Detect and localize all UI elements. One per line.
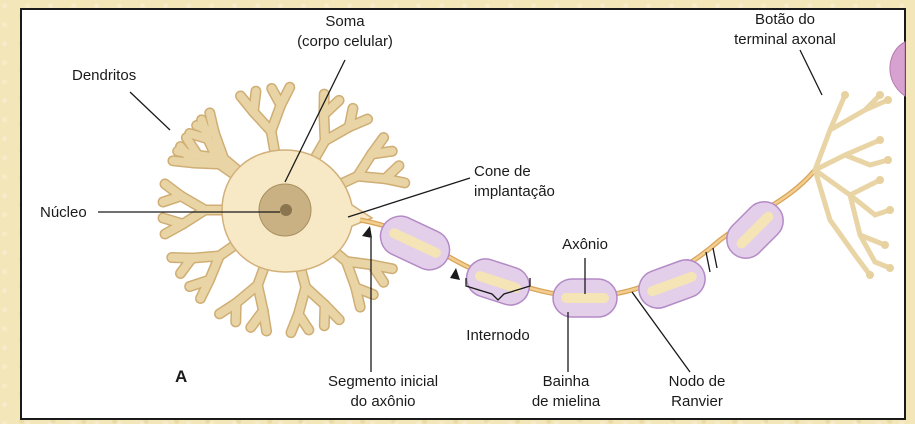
node-label-line2: Ranvier	[671, 393, 723, 410]
soma-label-line2: (corpo celular)	[297, 33, 393, 50]
hillock-label-line2: implantação	[474, 183, 555, 200]
myelin-label-line1: Bainha	[543, 373, 590, 390]
target-cell	[890, 42, 905, 96]
nucleus-label: Núcleo	[40, 204, 87, 221]
node-label-line1: Nodo de	[669, 373, 726, 390]
axon-terminals	[815, 95, 890, 275]
myelin-segment-5	[719, 194, 791, 266]
axon-label: Axônio	[562, 236, 608, 253]
initial-segment-label-line2: do axônio	[350, 393, 415, 410]
soma-label-line1: Soma	[325, 13, 365, 30]
hillock-marker	[362, 226, 372, 238]
nucleolus	[280, 204, 292, 216]
internode-label: Internodo	[466, 327, 529, 344]
myelin-segment-2	[462, 254, 535, 310]
myelin-segment-4	[634, 255, 711, 314]
initial-segment-label-line1: Segmento inicial	[328, 373, 438, 390]
node-marker	[450, 268, 460, 280]
myelin-segments	[374, 194, 791, 317]
terminal-label-line2: terminal axonal	[734, 31, 836, 48]
panel-letter: A	[175, 367, 187, 386]
myelin-label-line2: de mielina	[532, 393, 601, 410]
terminal-label-line1: Botão do	[755, 11, 815, 28]
dendrites-label: Dendritos	[72, 67, 136, 84]
hillock-label-line1: Cone de	[474, 163, 531, 180]
